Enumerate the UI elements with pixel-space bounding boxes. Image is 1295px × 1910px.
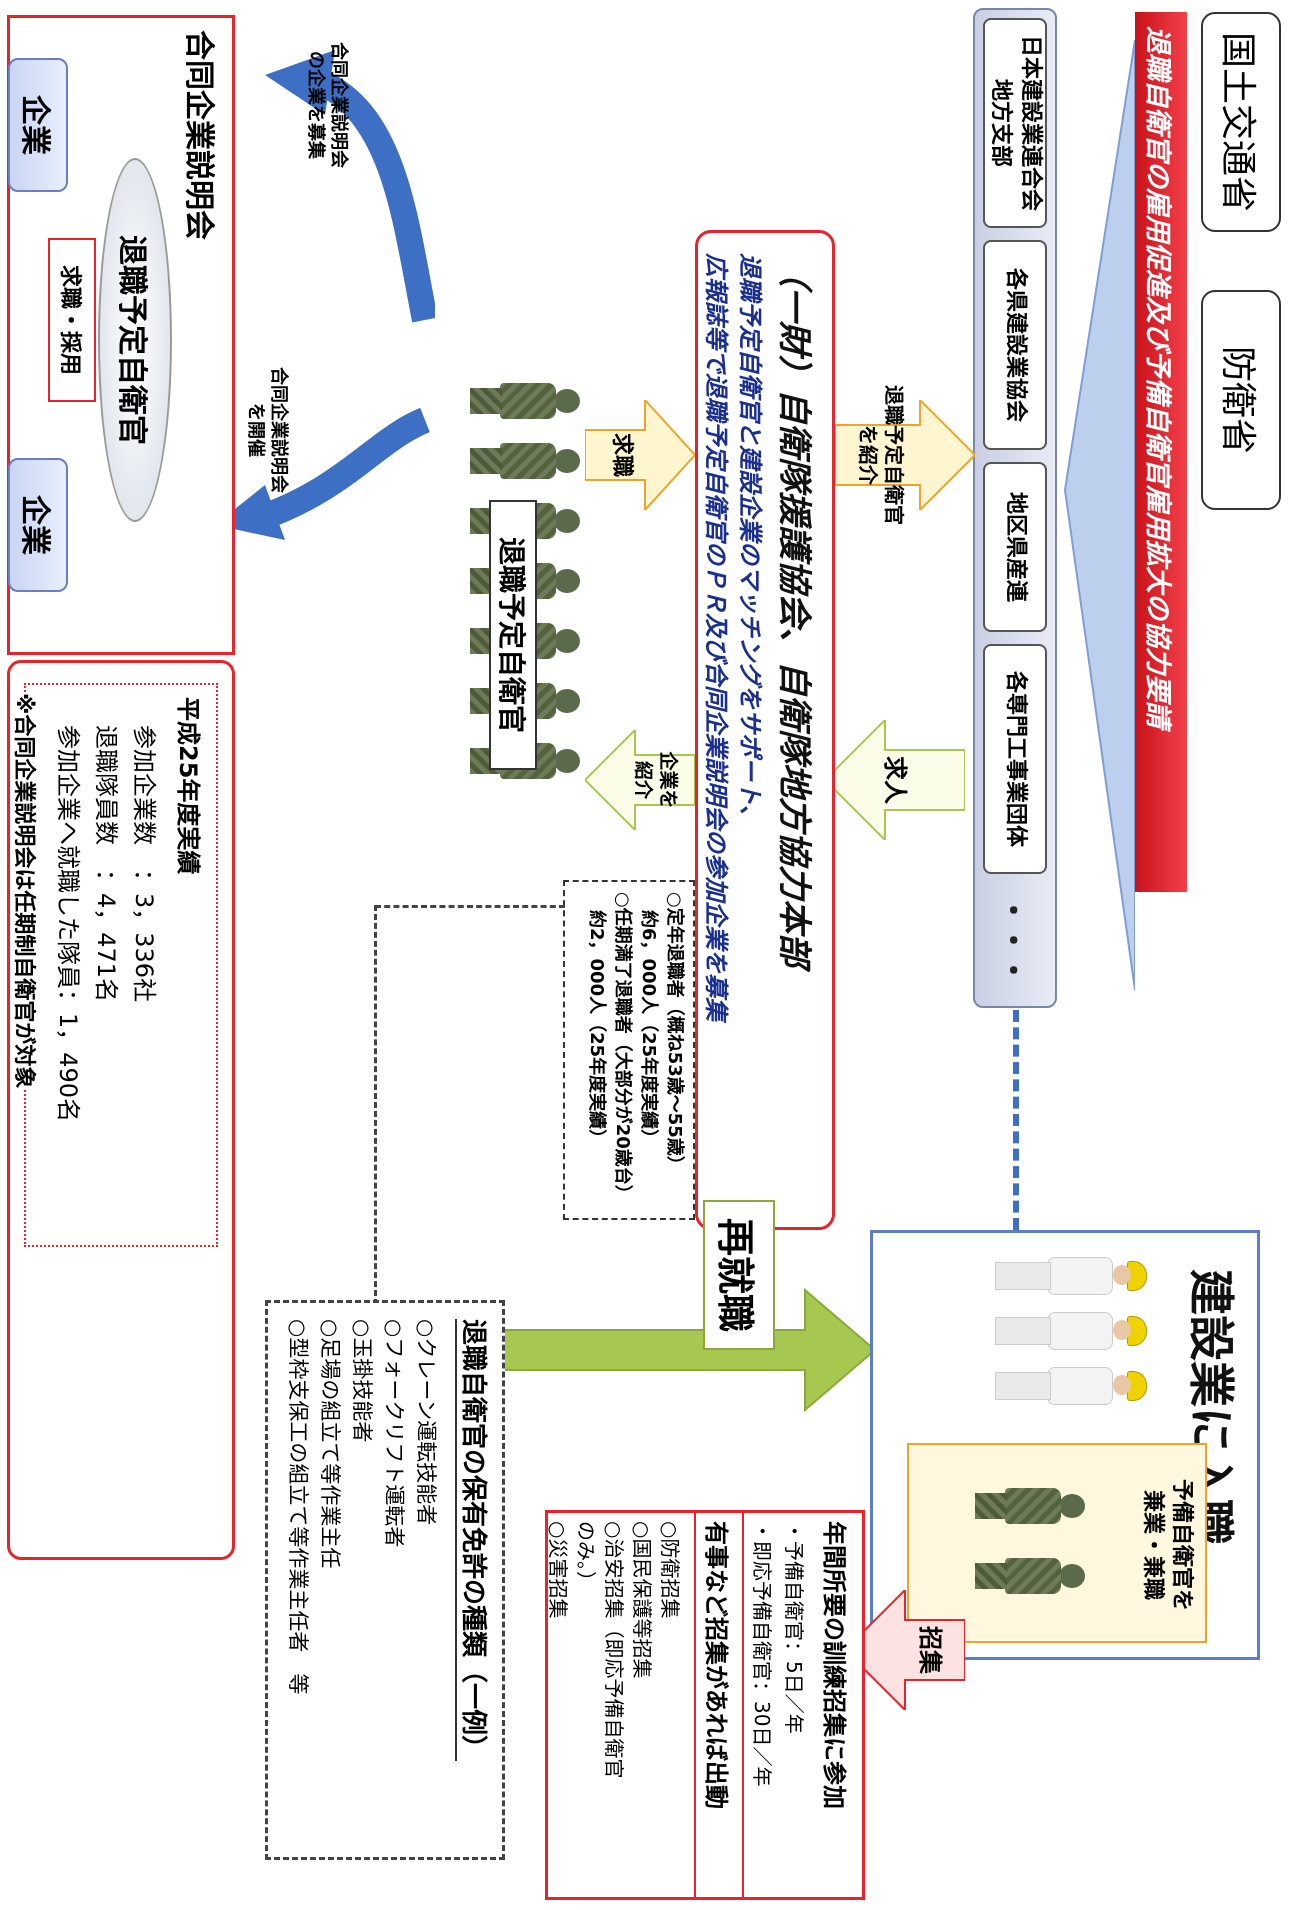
- training-item: ・即応予備自衛官：30日／年: [750, 1521, 774, 1787]
- introduce-arrow: [835, 400, 975, 510]
- center-support-box: （一財）自衛隊援護協会、自衛隊地方協力本部 退職予定自衛官と建設企業のマッチング…: [695, 230, 835, 1230]
- duties-divider: [742, 1513, 744, 1897]
- emergency-item: ○防衛招集: [658, 1521, 682, 1619]
- results-title: 平成25年度実績: [174, 697, 202, 875]
- construction-worker-figure: [995, 1253, 1147, 1297]
- soldier-figure: [975, 1485, 1085, 1527]
- fair-flow-arrows: [215, 50, 435, 540]
- retiree-stat-line: 約2，000人（25年度実績）: [585, 892, 607, 1148]
- job-seek-label: 求職: [609, 432, 634, 477]
- soldier-figure: [470, 440, 580, 482]
- emergency-item: ○災害招集: [546, 1521, 570, 1619]
- workers-group: [987, 1253, 1157, 1433]
- retiree-stats-box: ○定年退職者（概ね53歳～55歳） 約6，000人（25年度実績） ○任期満了退…: [563, 880, 695, 1220]
- license-connector: [375, 905, 565, 908]
- fair-retiree-ellipse: 退職予定自衛官: [98, 158, 172, 522]
- company-box: 企業: [8, 458, 68, 592]
- job-offer-arrow: [825, 720, 965, 840]
- center-line1: 退職予定自衛官と建設企業のマッチングをサポート、: [736, 253, 764, 829]
- license-item: ○フォークリフト運転者: [382, 1319, 406, 1548]
- soldier-figure: [470, 380, 580, 422]
- company-box: 企業: [8, 58, 68, 192]
- job-fair-title: 合同企業説明会: [181, 30, 216, 240]
- org-regional-industry: 地区県産連: [983, 462, 1047, 632]
- mod-box: 防衛省: [1201, 290, 1281, 510]
- construction-worker-figure: [995, 1363, 1147, 1407]
- result-line: 参加企業数 ：3，336社: [130, 725, 158, 1003]
- cooperation-request-banner: 退職自衛官の雇用促進及び予備自衛官雇用拡大の協力要請: [1135, 12, 1187, 892]
- recruit-companies-label: 合同企業説明会 の企業を募集: [304, 42, 349, 168]
- reserve-label: 予備自衛官を 兼業・兼職: [1140, 1478, 1194, 1611]
- introduce-company-label: 企業を 紹介: [632, 751, 679, 809]
- job-seek-arrow: [585, 400, 695, 510]
- introduce-company-arrow: [585, 730, 695, 830]
- reemployment-arrow: [435, 1287, 877, 1501]
- construction-worker-figure: [995, 1308, 1147, 1352]
- results-inner: 平成25年度実績 参加企業数 ：3，336社 退職隊員数 ：4，471名 参加企…: [24, 683, 218, 1247]
- mlit-box: 国土交通省: [1201, 12, 1281, 232]
- hold-fair-label: 合同企業説明会 を開催: [244, 367, 289, 493]
- licenses-title: 退職自衛官の保有免許の種類（一例）: [455, 1319, 494, 1762]
- org-specialty-contractors: 各専門工事業団体: [983, 644, 1047, 874]
- callup-arrow: [845, 1590, 965, 1710]
- orgs-ellipsis: ・・・: [994, 895, 1029, 985]
- license-item: ○玉掛技能者: [350, 1319, 374, 1443]
- training-item: ・予備自衛官：5日／年: [782, 1521, 806, 1734]
- retiring-sdf-label: 退職予定自衛官: [489, 500, 537, 770]
- emergency-item: ○国民保護等招集: [630, 1521, 654, 1679]
- license-item: ○クレーン運転技能者: [414, 1319, 438, 1526]
- reserve-duties-box: 年間所要の訓練招集に参加 ・予備自衛官：5日／年 ・即応予備自衛官：30日／年 …: [545, 1510, 865, 1900]
- fair-hire-label: 求職・採用: [48, 238, 96, 402]
- retiree-stat-line: ○定年退職者（概ね53歳～55歳）: [664, 892, 685, 1174]
- fair-note: ※合同企業説明会は任期制自衛官が対象: [10, 693, 42, 1089]
- center-line2: 広報誌等で退職予定自衛官のＰＲ及び合同企業説明会の参加企業を募集: [702, 253, 730, 1021]
- licenses-box: 退職自衛官の保有免許の種類（一例） ○クレーン運転技能者 ○フォークリフト運転者…: [265, 1300, 505, 1860]
- center-title: （一財）自衛隊援護協会、自衛隊地方協力本部: [774, 253, 814, 967]
- retiree-stat-line: 約6，000人（25年度実績）: [637, 892, 659, 1148]
- retiree-stat-line: ○任期満了退職者（大部分が20歳台）: [611, 892, 633, 1203]
- org-jfcc-branch: 日本建設業連合会 地方支部: [983, 18, 1047, 228]
- ministry-triangle: [1063, 40, 1135, 990]
- training-title: 年間所要の訓練招集に参加: [820, 1521, 848, 1809]
- license-item: ○足場の組立て等作業主任: [318, 1319, 342, 1569]
- job-offer-label: 求人: [881, 756, 909, 804]
- reemployment-label: 再就職: [703, 1200, 775, 1350]
- result-line: 退職隊員数 ：4，471名: [92, 725, 120, 1003]
- job-fair-box: 合同企業説明会 退職予定自衛官 求職・採用 企業 企業: [7, 15, 235, 655]
- license-item: ○型枠支保工の組立て等作業主任者 等: [286, 1319, 310, 1695]
- emergency-item: のみ。）: [574, 1521, 598, 1591]
- dashed-connector: [1013, 1010, 1019, 1230]
- emergency-item: ○治安招集（即応予備自衛官: [602, 1521, 626, 1779]
- soldier-figure: [975, 1555, 1085, 1597]
- license-connector: [374, 905, 377, 1305]
- fair-results-box: 平成25年度実績 参加企業数 ：3，336社 退職隊員数 ：4，471名 参加企…: [7, 660, 235, 1560]
- callup-label: 招集: [916, 1626, 944, 1674]
- emergency-title: 有事など招集があれば出動: [702, 1521, 730, 1809]
- org-prefectural-association: 各県建設業協会: [983, 240, 1047, 450]
- introduce-retirees-label: 退職予定自衛官 を紹介: [856, 385, 906, 525]
- result-line: 参加企業へ就職した隊員：1，490名: [54, 725, 82, 1123]
- duties-divider: [694, 1513, 696, 1897]
